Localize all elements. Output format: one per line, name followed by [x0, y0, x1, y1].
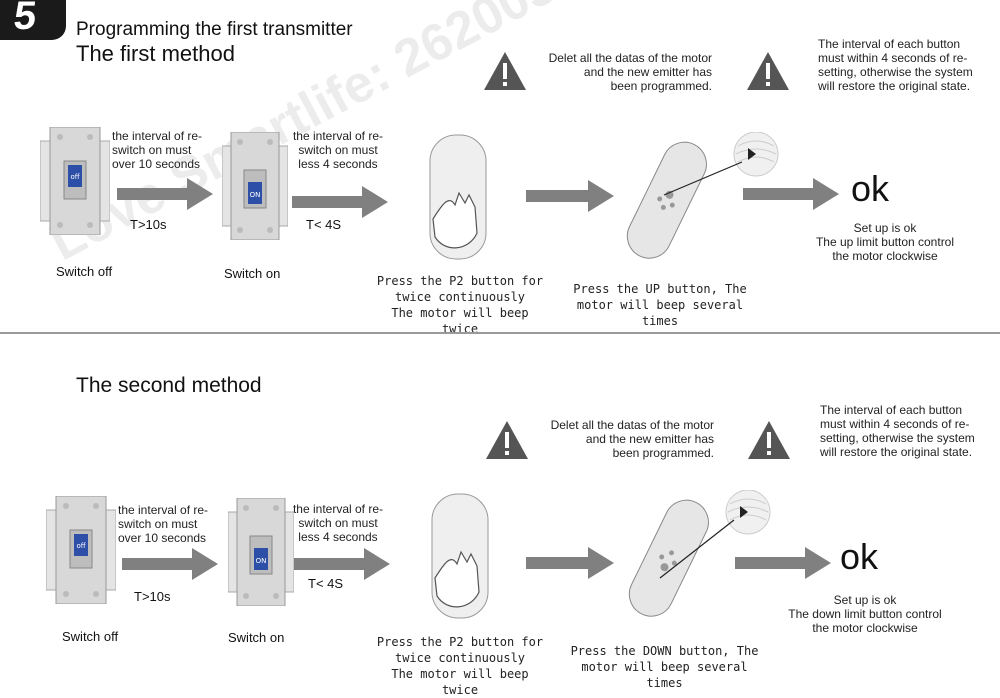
arrow-right-icon	[735, 547, 831, 579]
off-label: off	[70, 173, 79, 181]
arrow-right-icon	[122, 548, 218, 580]
breaker-switch-on: ON	[228, 498, 294, 606]
method-2-title: The second method	[76, 374, 262, 397]
remote-hand-icon	[425, 133, 495, 261]
method-1-section: off the interval of re- switch on must o…	[0, 0, 1000, 336]
remote-up-button-icon	[626, 132, 786, 262]
arrow-right-icon	[526, 547, 614, 579]
ok-label: ok	[851, 168, 890, 209]
arrow-right-icon	[743, 178, 839, 210]
arrow-right-icon	[526, 180, 614, 212]
warning-delete-data: Delet all the datas of the motor and the…	[548, 51, 712, 93]
step-press-p2: Press the P2 button for twice continuous…	[376, 635, 544, 697]
arrow-right-icon	[117, 178, 213, 210]
warning-interval: The interval of each button must within …	[820, 403, 975, 459]
remote-hand-icon	[427, 492, 497, 620]
interval-note-over-10s: the interval of re- switch on must over …	[112, 129, 203, 171]
time-over-10s: T>10s	[130, 217, 167, 232]
result-text: Set up is ok The up limit button control…	[815, 221, 955, 263]
arrow-right-icon	[294, 548, 390, 580]
warning-delete-data: Delet all the datas of the motor and the…	[550, 418, 714, 460]
method-1-title: The first method	[76, 41, 235, 66]
time-less-4s: T< 4S	[306, 217, 342, 232]
warning-icon	[745, 50, 791, 92]
section-subtitle: Programming the first transmitter	[76, 19, 353, 40]
time-less-4s: T< 4S	[308, 576, 344, 591]
arrow-right-icon	[292, 186, 388, 218]
breaker-switch-off: off	[40, 127, 110, 235]
warning-icon	[482, 50, 528, 92]
warning-interval: The interval of each button must within …	[818, 37, 973, 93]
breaker-switch-off: off	[46, 496, 116, 604]
step-press-up: Press the UP button, The motor will beep…	[573, 282, 747, 328]
ok-label: ok	[840, 536, 879, 577]
interval-note-less-4s: the interval of re- switch on must less …	[292, 502, 384, 544]
remote-down-button-icon	[628, 490, 788, 620]
switch-off-label: Switch off	[62, 629, 119, 644]
result-text: Set up is ok The down limit button contr…	[788, 593, 942, 635]
step-press-down: Press the DOWN button, The motor will be…	[570, 644, 759, 690]
time-over-10s: T>10s	[134, 589, 171, 604]
on-label: ON	[250, 191, 261, 199]
on-label: ON	[256, 557, 267, 565]
section-divider	[0, 332, 1000, 334]
interval-note-over-10s: the interval of re- switch on must over …	[118, 503, 209, 545]
switch-on-label: Switch on	[228, 630, 285, 645]
breaker-switch-on: ON	[222, 132, 288, 240]
switch-on-label: Switch on	[224, 266, 281, 281]
step-press-p2: Press the P2 button for twice continuous…	[376, 274, 544, 336]
interval-note-less-4s: the interval of re- switch on must less …	[292, 129, 384, 171]
warning-icon	[746, 419, 792, 461]
switch-off-label: Switch off	[56, 264, 113, 279]
method-2-section: off the interval of re- switch on must o…	[0, 340, 1000, 697]
warning-icon	[484, 419, 530, 461]
off-label: off	[76, 542, 85, 550]
step-number-badge: 5	[0, 0, 66, 40]
